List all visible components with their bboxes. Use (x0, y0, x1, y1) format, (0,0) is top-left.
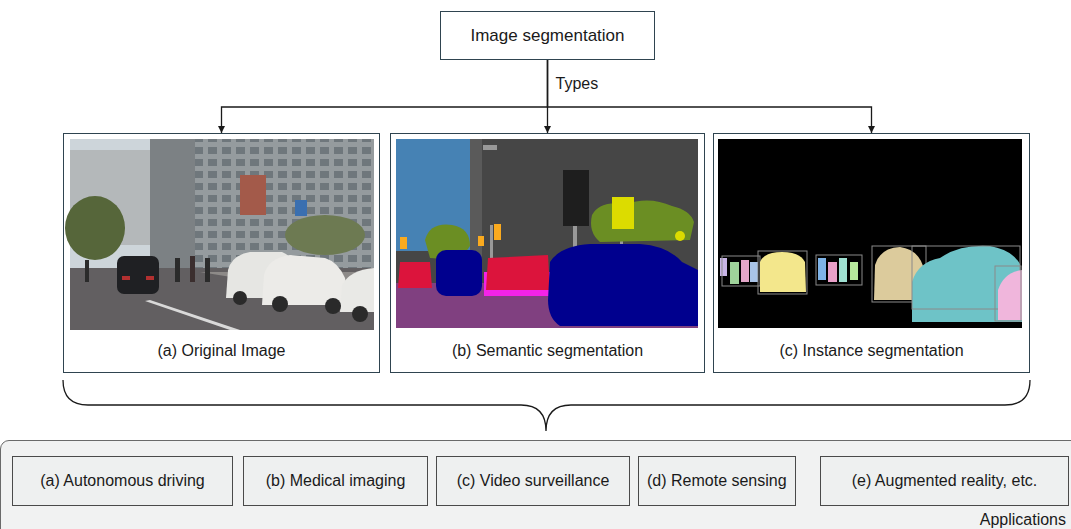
application-box: (b) Medical imaging (243, 456, 428, 506)
node-text: (b) Semantic segmentation (452, 341, 643, 361)
connector-arrow (222, 60, 548, 133)
node-text: (e) Augmented reality, etc. (852, 471, 1038, 491)
curly-bracket (63, 380, 1030, 431)
edge-label: Types (554, 74, 601, 94)
application-box: (c) Video surveillance (436, 456, 630, 506)
node-text: (a) Autonomous driving (40, 471, 205, 491)
node-text: (b) Medical imaging (266, 471, 406, 491)
application-band: Applications (a) Autonomous driving (b) Me… (0, 440, 1071, 529)
image-panel: (c) Instance segmentation (713, 133, 1030, 373)
image-panel: (a) Original Image (63, 133, 380, 373)
street-photo (65, 139, 374, 330)
node-text: (a) Original Image (157, 341, 285, 361)
application-box: (a) Autonomous driving (12, 456, 233, 506)
instance-map (718, 139, 1022, 328)
node-text: Image segmentation (470, 26, 624, 46)
node-text: (c) Video surveillance (457, 471, 610, 491)
title-box: Image segmentation (440, 11, 655, 60)
connector-arrow (548, 60, 872, 133)
semantic-map (396, 139, 698, 328)
node-text: (c) Instance segmentation (779, 341, 963, 361)
image-panel: (b) Semantic segmentation (390, 133, 705, 373)
node-text: (d) Remote sensing (647, 471, 787, 491)
application-box: (e) Augmented reality, etc. (820, 456, 1069, 506)
application-box: (d) Remote sensing (638, 456, 796, 506)
node-text: Applications (980, 510, 1066, 529)
